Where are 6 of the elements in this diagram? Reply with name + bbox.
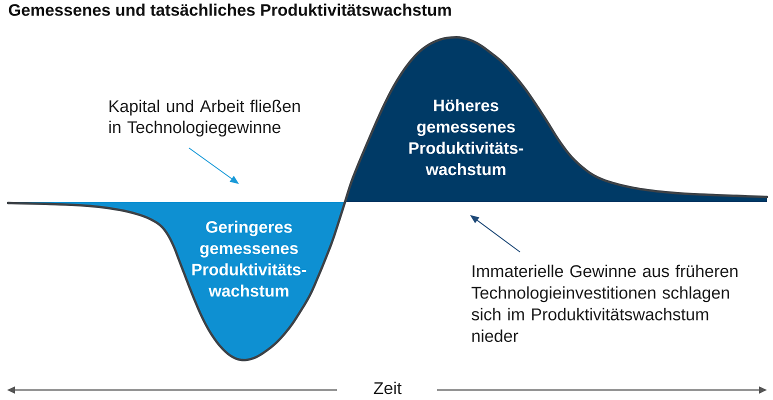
peak-area: Höheres gemessenes Produktivitäts-wachstum xyxy=(344,36,768,204)
annotation-text: Kapital und Arbeit fließen in Technologiegewinne xyxy=(109,100,300,137)
title: Gemessenes und tatsächliches Produktivitätswachstum xyxy=(8,4,451,16)
annotation-text: Immaterielle Gewinne aus früheren Technologieinvestitionen schlagen sich im Produktivitätswachstum nieder xyxy=(472,264,738,342)
trough-area: Geringeres gemessenes Produktivitäts-wachstum xyxy=(6,200,346,362)
axis-label: Zeit xyxy=(374,382,402,394)
